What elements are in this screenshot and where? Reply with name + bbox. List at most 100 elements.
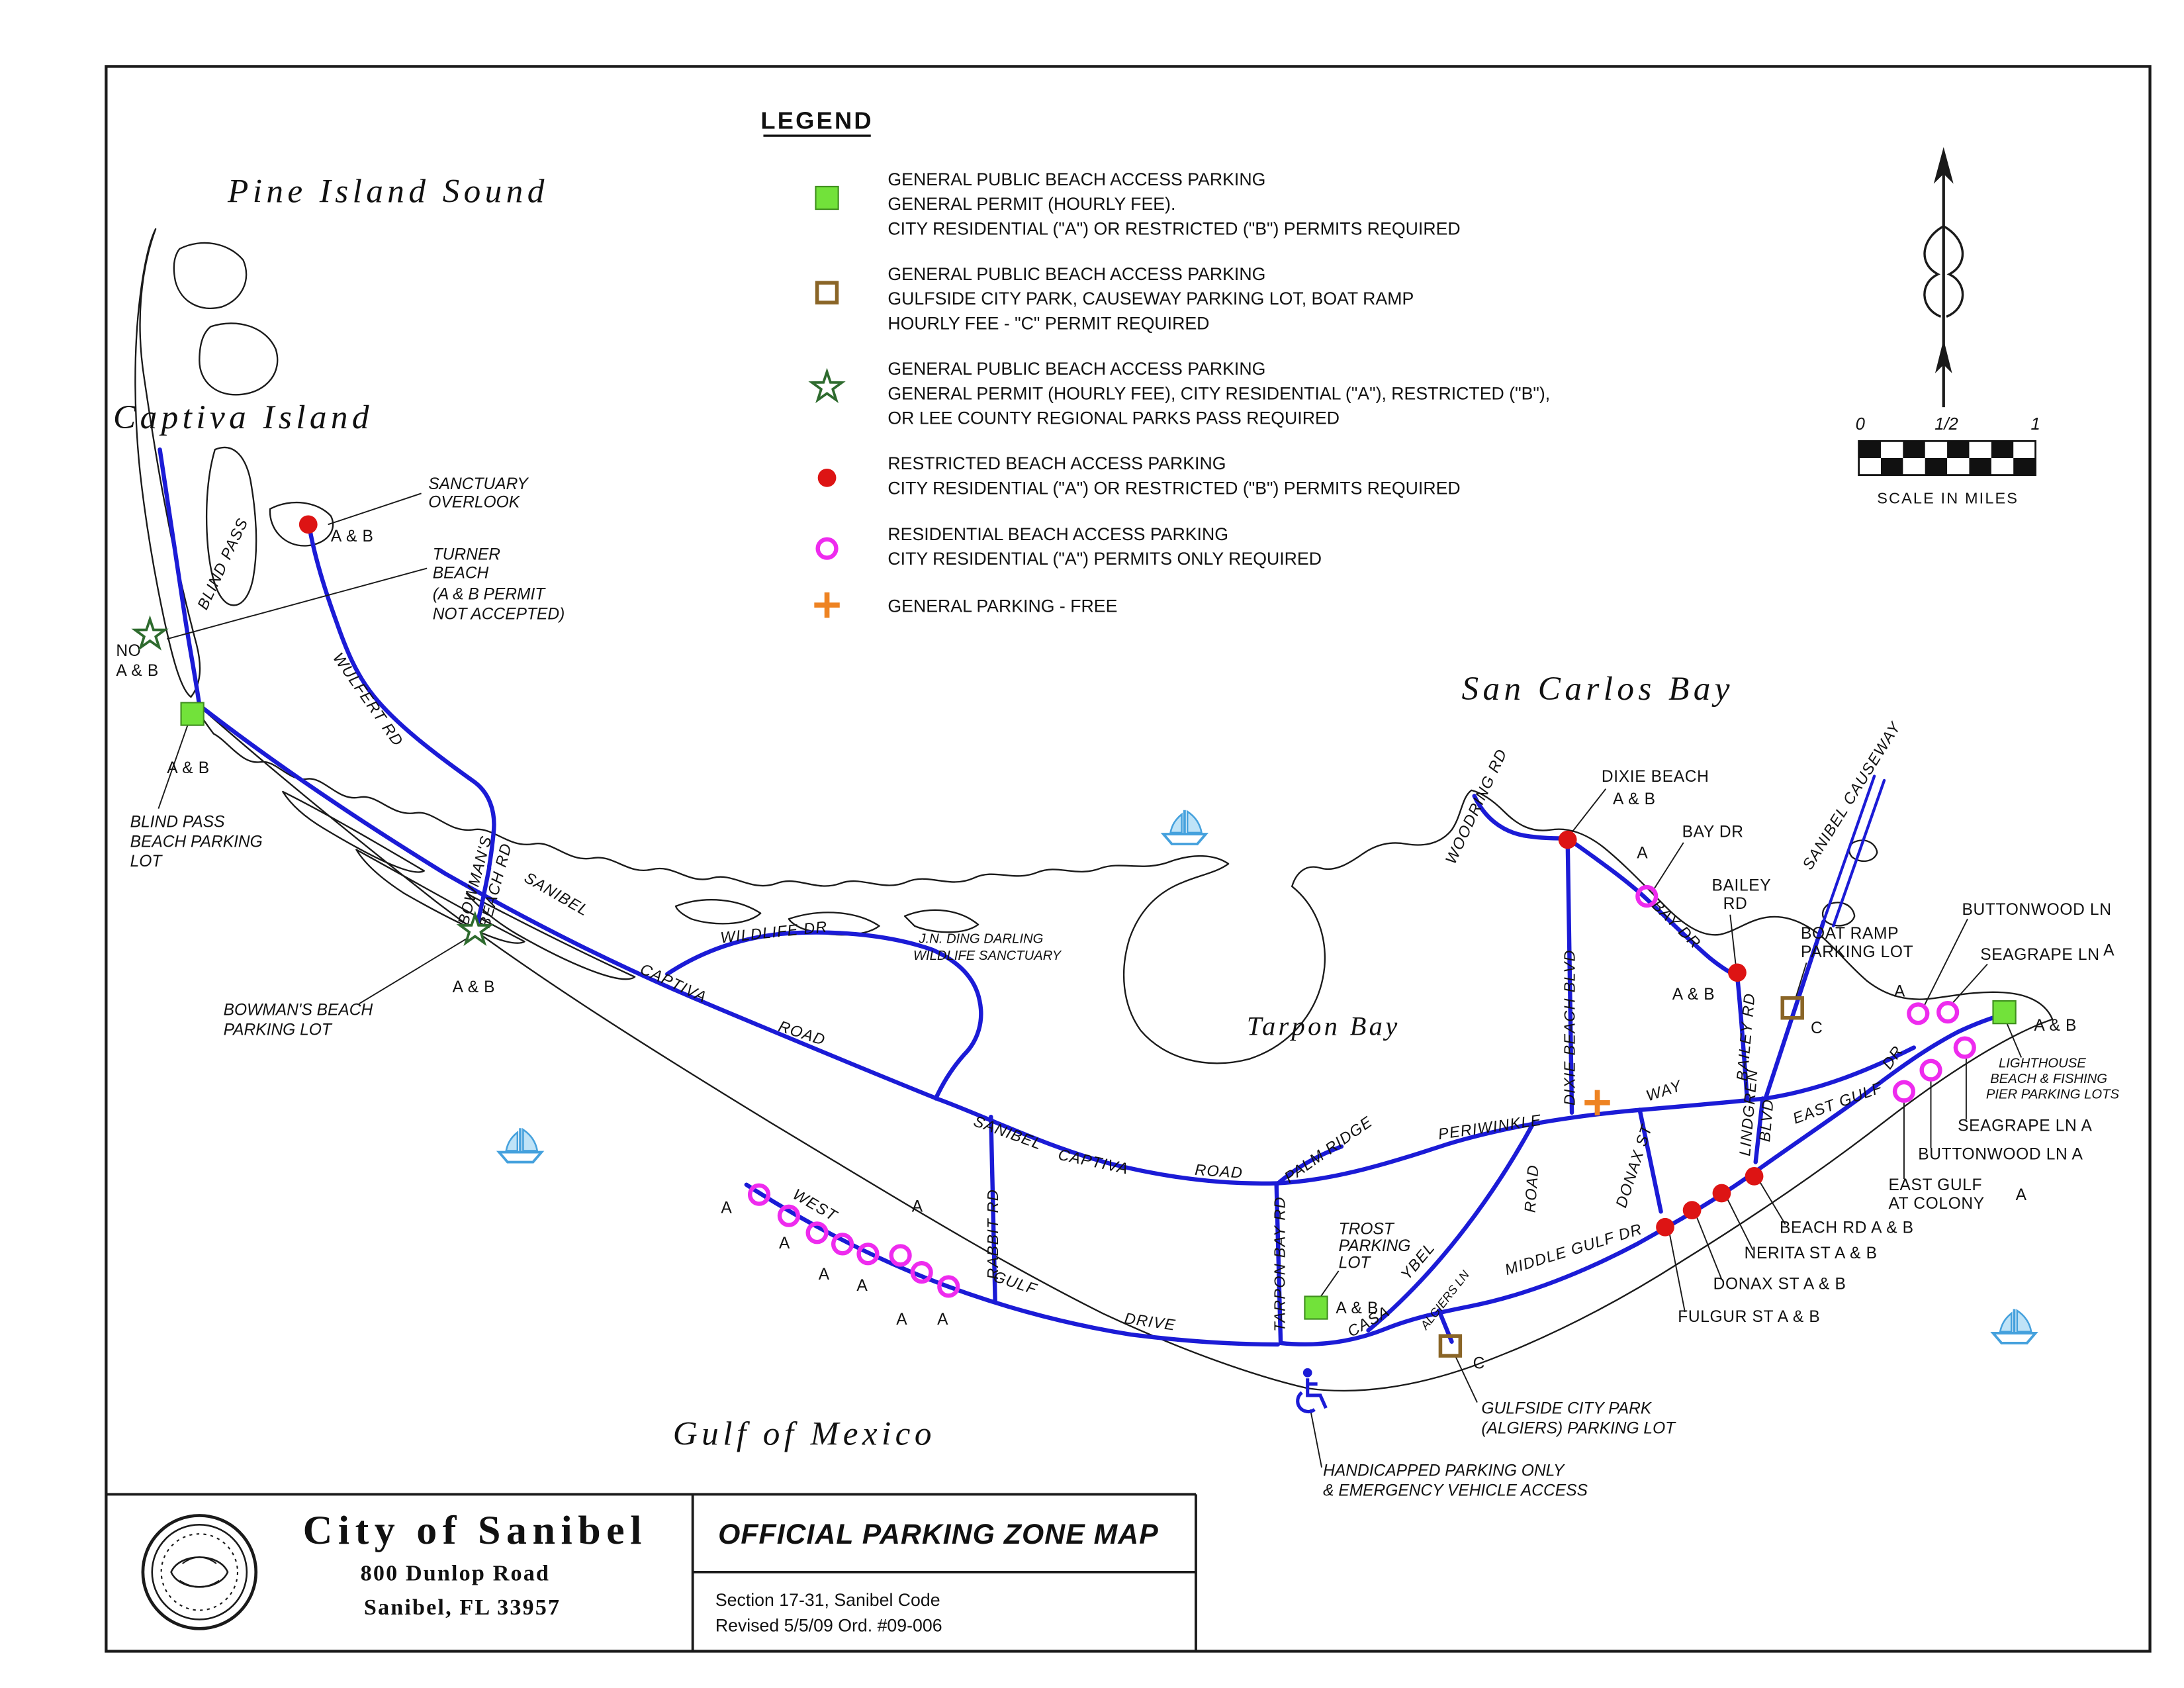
map-label: SEAGRAPE LN <box>1980 946 2099 964</box>
map-label: LIGHTHOUSE <box>1999 1056 2086 1070</box>
map-label: Pine Island Sound <box>227 172 549 210</box>
legend-icon-green-star <box>808 367 846 404</box>
scale-half: 1/2 <box>1934 415 1958 434</box>
scale-cell <box>1903 441 1925 458</box>
legend-icon-magenta-circle <box>815 537 839 560</box>
road-palm-ridge <box>1274 1144 1344 1187</box>
map-label: RABBIT RD <box>984 1189 1001 1280</box>
marker-west-gulf-7 <box>910 1261 933 1284</box>
handicap-icon <box>1296 1368 1328 1414</box>
map-label: SANCTUARY <box>428 475 529 493</box>
map-label: WULFERT RD <box>330 649 407 749</box>
map-label: BLIND PASS <box>130 813 225 831</box>
map-label: PIER PARKING LOTS <box>1986 1087 2120 1102</box>
road-bailey <box>1735 973 1750 1101</box>
road-sanibel-captiva <box>197 703 1917 1186</box>
scale-cell <box>1969 457 1991 475</box>
scale-one: 1 <box>2030 415 2040 434</box>
map-label: TROST <box>1339 1220 1395 1238</box>
city-seal-icon <box>141 1514 258 1630</box>
map-label: GULFSIDE CITY PARK <box>1481 1400 1653 1418</box>
legend-icon-orange-plus <box>814 592 840 618</box>
legend-text: GENERAL PUBLIC BEACH ACCESS PARKING <box>887 169 1265 189</box>
map-label: BAY DR <box>1649 896 1704 952</box>
map-label: TURNER <box>433 546 500 564</box>
road-bay-dr <box>1565 836 1740 978</box>
map-label: A & B <box>1613 790 1656 808</box>
legend-text: GENERAL PUBLIC BEACH ACCESS PARKING <box>887 264 1265 284</box>
map-label: LOT <box>1339 1254 1372 1272</box>
map-label: RD <box>1723 895 1748 913</box>
legend-text: CITY RESIDENTIAL ("A") OR RESTRICTED ("B… <box>887 219 1460 239</box>
map-label: GULF <box>991 1268 1040 1298</box>
coast-causeway-islet <box>1821 902 1856 927</box>
code-line2: Revised 5/5/09 Ord. #09-006 <box>715 1616 942 1636</box>
map-border <box>105 65 2152 1653</box>
map-label: BLIND PASS <box>194 515 251 612</box>
coast-sanibel-island <box>194 702 2054 1392</box>
map-label: A & B <box>453 978 496 996</box>
legend-text: CITY RESIDENTIAL ("A") OR RESTRICTED ("B… <box>887 478 1460 498</box>
map-label: SANIBEL <box>522 868 592 919</box>
map-label: San Carlos Bay <box>1461 670 1733 708</box>
map-label: BEACH PARKING <box>130 833 263 851</box>
map-label: BUTTONWOOD LN A <box>1918 1145 2083 1163</box>
map-label: ROAD <box>1194 1161 1244 1182</box>
map-label: TARPON BAY RD <box>1271 1196 1289 1332</box>
map-label: A <box>856 1277 868 1295</box>
scale-cell <box>1880 457 1903 475</box>
road-donax <box>1637 1107 1663 1214</box>
road-causeway <box>1822 774 1876 923</box>
marker-free-parking <box>1584 1090 1610 1116</box>
map-label: PARKING LOT <box>1801 943 1913 961</box>
map-label: BLVD <box>1756 1098 1777 1143</box>
title-block-dividers <box>106 1493 1197 1652</box>
coast-mangrove <box>674 899 762 925</box>
map-label: A <box>721 1199 732 1217</box>
legend-items: GENERAL PUBLIC BEACH ACCESS PARKING GENER… <box>808 169 1550 618</box>
road-dixie-beach-blvd <box>1565 836 1574 1115</box>
map-label: EAST GULF <box>1888 1176 1982 1194</box>
marker-nerita-st <box>1712 1184 1731 1203</box>
marker-bowmans-beach-lot <box>456 910 494 947</box>
scale-bar <box>1858 440 2036 476</box>
map-label: LOT <box>130 853 163 870</box>
map-label: EAST GULF <box>1790 1078 1885 1127</box>
map-label: BUTTONWOOD LN <box>1962 901 2112 919</box>
road-wildlife-dr <box>665 930 983 1101</box>
scale-caption: SCALE IN MILES <box>1877 489 2019 506</box>
coast-wetland <box>355 849 525 944</box>
road-causeway <box>1832 778 1886 928</box>
city-name: City of Sanibel <box>303 1508 647 1553</box>
legend-text: GENERAL PERMIT (HOURLY FEE), CITY RESIDE… <box>887 383 1550 403</box>
map-title: OFFICIAL PARKING ZONE MAP <box>718 1519 1159 1550</box>
marker-west-gulf-2 <box>777 1204 800 1227</box>
map-label: WOODRING RD <box>1442 746 1510 867</box>
scale-cell <box>1858 441 1881 458</box>
city-address-line2: Sanibel, FL 33957 <box>364 1595 561 1620</box>
legend-text: GENERAL PERMIT (HOURLY FEE). <box>887 194 1175 214</box>
map-label: PARKING LOT <box>224 1021 333 1039</box>
map-label: A <box>819 1266 830 1284</box>
marker-algiers-lot <box>1438 1334 1463 1358</box>
map-label: A & B <box>2034 1017 2077 1035</box>
scale-cell <box>1947 441 1970 458</box>
map-label: DONAX ST <box>1612 1122 1655 1209</box>
legend-text: GENERAL PUBLIC BEACH ACCESS PARKING <box>887 359 1265 379</box>
map-label: A & B <box>116 662 159 680</box>
legend-text: CITY RESIDENTIAL ("A") PERMITS ONLY REQU… <box>887 549 1322 569</box>
marker-buttonwood-ln-n <box>1907 1002 1930 1025</box>
map-label: NERITA ST A & B <box>1745 1244 1878 1262</box>
map-label: OVERLOOK <box>428 494 520 512</box>
map-label: SANIBEL CAUSEWAY <box>1799 718 1904 873</box>
marker-bay-dr <box>1635 884 1659 908</box>
map-label: A <box>2103 942 2115 960</box>
scale-frame <box>1858 440 2036 476</box>
map-label: NO <box>116 642 141 660</box>
marker-west-gulf-6 <box>889 1244 912 1267</box>
legend-text: HOURLY FEE - "C" PERMIT REQUIRED <box>887 314 1209 334</box>
legend-text: RESIDENTIAL BEACH ACCESS PARKING <box>887 524 1228 544</box>
road-gulf-dr-east <box>1278 1011 2010 1346</box>
